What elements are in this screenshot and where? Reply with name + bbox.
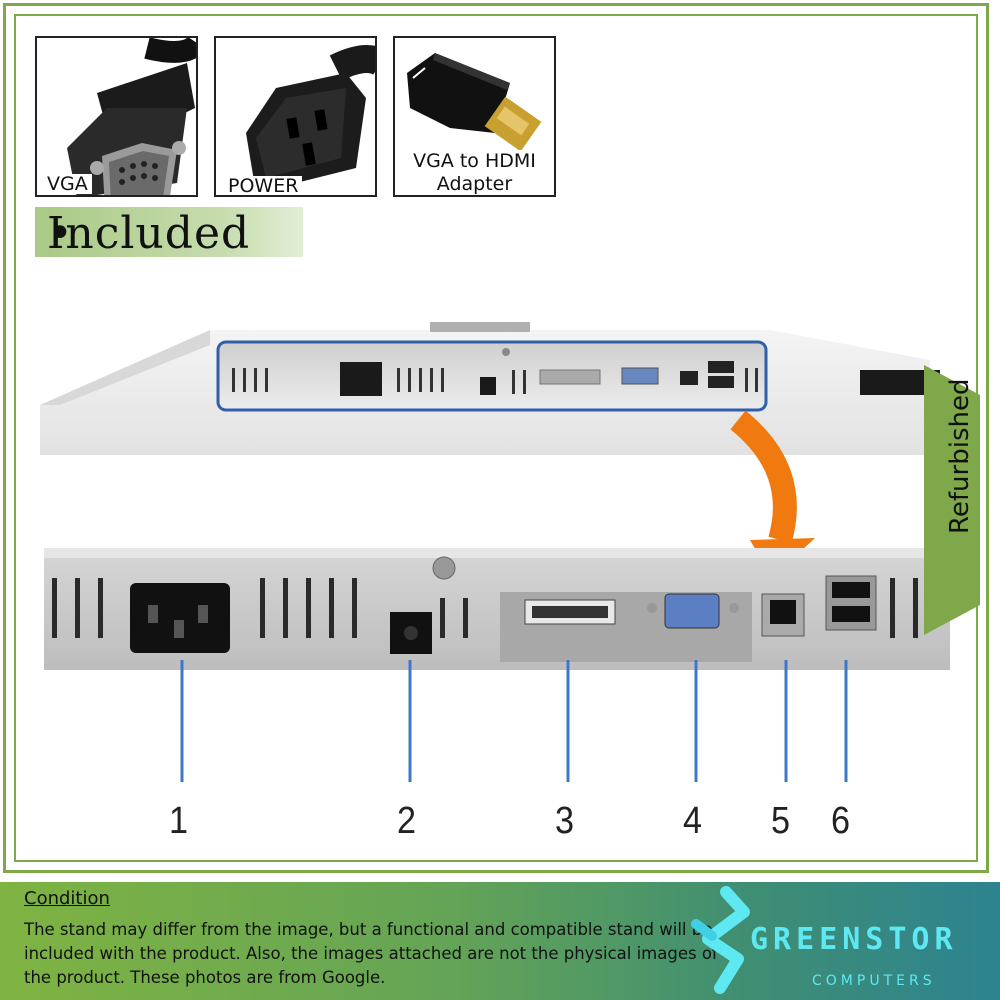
vga-card-label: VGA <box>43 174 92 194</box>
included-bullet: • <box>47 208 74 259</box>
refurbished-text: Refurbished <box>945 378 975 534</box>
adapter-card-label: VGA to HDMI Adapter <box>395 150 554 195</box>
adapter-label-line2: Adapter <box>436 173 513 195</box>
vga-port <box>664 593 720 629</box>
brand-subtitle: COMPUTERS <box>812 973 936 989</box>
adapter-card: VGA to HDMI Adapter <box>393 36 556 197</box>
usb-a-port-top <box>832 582 870 598</box>
arrow-icon <box>730 410 797 544</box>
monitor-rear-ports-photo <box>40 322 950 782</box>
refurbished-badge <box>924 365 980 635</box>
power-cable-illustration <box>246 45 375 193</box>
condition-footer: Condition The stand may differ from the … <box>0 882 1000 1000</box>
adapter-label-line1: VGA to HDMI <box>413 150 536 172</box>
usb-b-port <box>770 600 796 624</box>
condition-text: The stand may differ from the image, but… <box>24 920 718 987</box>
greenstor-logo-icon <box>691 886 750 994</box>
callout-1: 1 <box>169 800 189 842</box>
outer-frame <box>3 3 989 873</box>
callout-2: 2 <box>397 800 417 842</box>
usb-a-port-bottom <box>832 606 870 622</box>
callout-4: 4 <box>683 800 703 842</box>
power-socket <box>130 583 230 653</box>
callout-6: 6 <box>831 800 851 842</box>
brand-name: GREENSTOR <box>750 922 958 957</box>
included-heading: •Included <box>35 207 303 257</box>
vga-cable-card: VGA <box>35 36 198 197</box>
power-cable-card: POWER <box>214 36 377 197</box>
vga-cable-illustration <box>67 38 196 195</box>
adapter-illustration <box>407 53 542 152</box>
power-card-label: POWER <box>224 176 303 195</box>
condition-title: Condition <box>24 888 110 909</box>
callout-5: 5 <box>771 800 791 842</box>
included-title: Included <box>47 208 251 259</box>
callout-3: 3 <box>555 800 575 842</box>
